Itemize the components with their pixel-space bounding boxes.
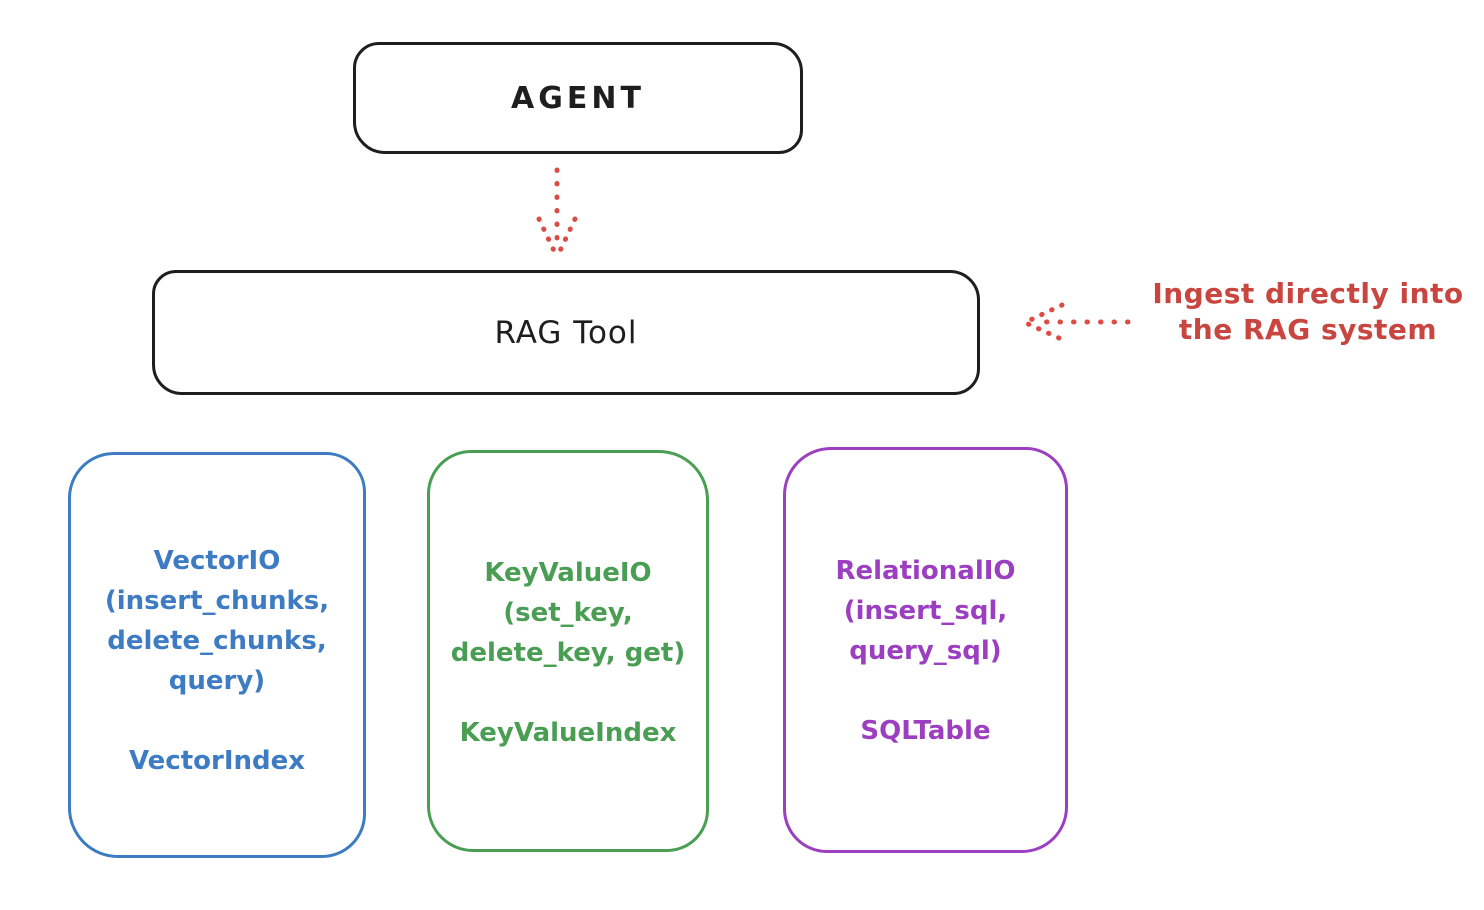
keyvalue-io-methods-2: delete_key, get) — [450, 638, 686, 668]
spacer — [430, 673, 706, 713]
vector-io-methods-3: query) — [168, 666, 266, 696]
annotation-to-ragtool-arrow — [1023, 302, 1131, 341]
vector-io-box: VectorIO (insert_chunks, delete_chunks, … — [68, 452, 366, 858]
vector-io-methods-1: (insert_chunks, — [104, 586, 330, 616]
relational-io-box: RelationalIO (insert_sql, query_sql) SQL… — [783, 447, 1068, 853]
keyvalue-io-box: KeyValueIO (set_key, delete_key, get) Ke… — [427, 450, 709, 852]
rag-tool-node: RAG Tool — [152, 270, 980, 395]
rag-tool-label: RAG Tool — [494, 314, 638, 351]
agent-to-ragtool-arrow — [536, 167, 578, 258]
spacer — [71, 701, 363, 741]
relational-io-title: RelationalIO — [835, 556, 1016, 586]
ingest-annotation: Ingest directly into the RAG system — [1140, 276, 1476, 348]
spacer — [786, 671, 1065, 711]
ingest-annotation-line1: Ingest directly into — [1152, 277, 1464, 310]
ingest-annotation-line2: the RAG system — [1178, 313, 1438, 346]
keyvalue-io-methods-1: (set_key, — [503, 598, 633, 628]
agent-label: AGENT — [511, 80, 645, 116]
relational-io-methods-1: (insert_sql, — [843, 596, 1008, 626]
keyvalue-io-title: KeyValueIO — [484, 558, 652, 588]
sql-table-label: SQLTable — [860, 716, 991, 746]
agent-node: AGENT — [353, 42, 803, 154]
relational-io-methods-2: query_sql) — [849, 636, 1002, 666]
vector-io-title: VectorIO — [153, 546, 281, 576]
vector-io-methods-2: delete_chunks, — [107, 626, 327, 656]
keyvalue-index-label: KeyValueIndex — [459, 718, 677, 748]
vector-index-label: VectorIndex — [128, 746, 306, 776]
